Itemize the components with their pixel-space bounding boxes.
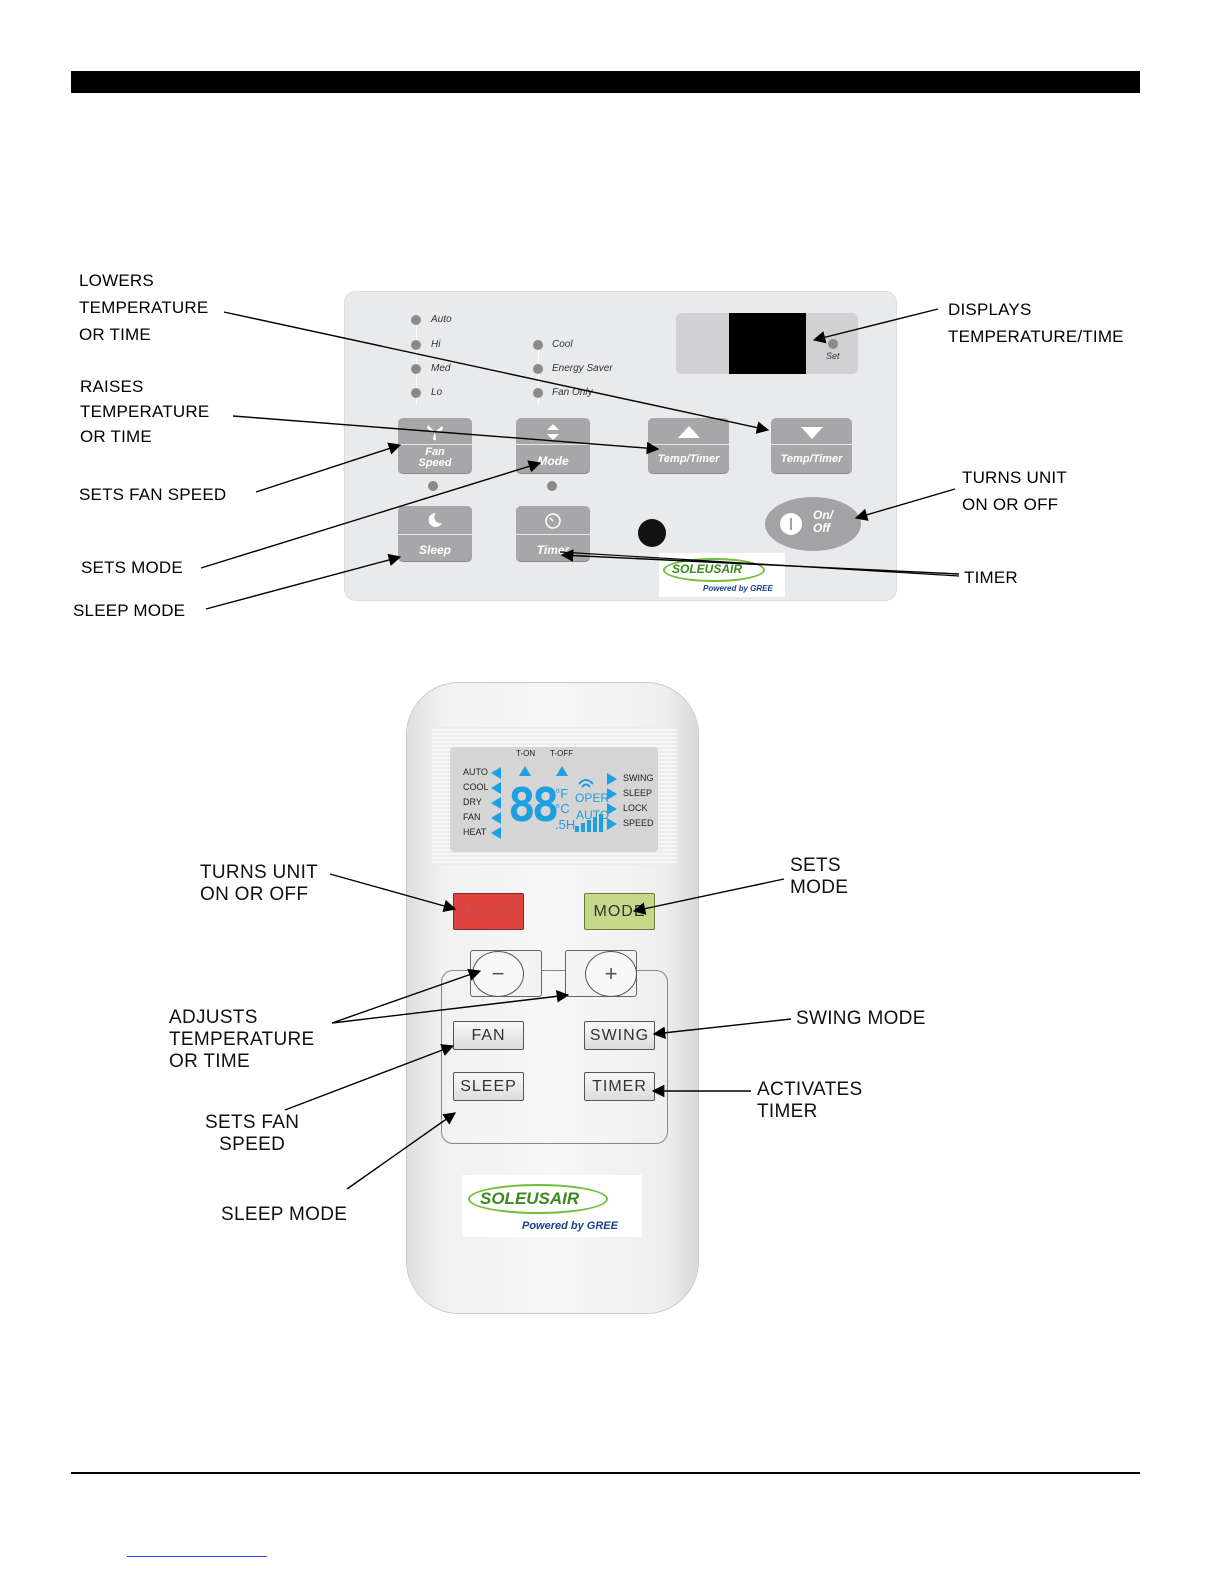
annotation-lowers: LOWERS TEMPERATURE OR TIME <box>79 271 209 344</box>
power-button[interactable]: On/ Off <box>765 497 861 551</box>
remote-annotation-fan: SETS FAN SPEED <box>205 1112 300 1155</box>
moon-icon <box>428 512 442 527</box>
lcd-mode-fan: FAN <box>463 812 481 822</box>
remote-annotation-sleep: SLEEP MODE <box>221 1204 348 1225</box>
power-label: On/ Off <box>813 508 833 535</box>
footer-rule <box>71 1472 1140 1474</box>
led-label-med: Med <box>431 363 451 374</box>
remote-logo-tag: Powered by GREE <box>522 1220 618 1232</box>
annotation-sleep-mode: SLEEP MODE <box>73 601 186 620</box>
led-fan-only <box>533 388 543 398</box>
led-label-cool: Cool <box>552 339 573 350</box>
led-label-hi: Hi <box>431 339 441 350</box>
annotation-sets-mode: SETS MODE <box>81 558 183 577</box>
lcd-fn-speed: SPEED <box>623 818 654 828</box>
clock-icon <box>545 513 561 529</box>
led-label-fan-only: Fan Only <box>552 387 593 398</box>
sleep-button[interactable]: Sleep <box>398 506 472 561</box>
remote-annotation-activates: ACTIVATES TIMER <box>757 1079 863 1122</box>
remote-annotation-turns-unit: TURNS UNIT ON OR OFF <box>200 862 319 905</box>
sleep-label: Sleep <box>418 543 451 557</box>
led-energy-saver <box>533 364 543 374</box>
lcd-fn-sleep: SLEEP <box>623 788 653 798</box>
footer-link-underline[interactable] <box>127 1556 267 1557</box>
set-label: Set <box>826 351 840 361</box>
led-sleep <box>428 481 438 491</box>
temp-up-button[interactable]: Temp/Timer <box>648 418 729 473</box>
led-label-energy-saver: Energy Saver <box>552 363 613 374</box>
annotation-timer: TIMER <box>964 568 1018 587</box>
lcd-oper: OPER <box>575 791 610 805</box>
temp-up-label: Temp/Timer <box>657 453 720 465</box>
led-hi <box>411 340 421 350</box>
remote-annotation-swing: SWING MODE <box>796 1008 926 1029</box>
led-med <box>411 364 421 374</box>
power-icon <box>780 513 802 535</box>
lcd-mode-auto: AUTO <box>463 767 488 777</box>
lcd-mode-list: AUTO COOL DRY FAN HEAT <box>463 765 489 840</box>
panel-logo-brand: SOLEUSAIR <box>672 562 743 576</box>
lcd-panel <box>450 747 658 852</box>
lcd-t-off: T-OFF <box>550 749 574 758</box>
remote-sleep-button[interactable]: SLEEP <box>453 1072 524 1101</box>
led-set <box>828 339 838 349</box>
led-line <box>416 320 417 405</box>
lcd-fn-lock: LOCK <box>623 803 648 813</box>
led-timer <box>547 481 557 491</box>
fan-speed-label: Fan Speed <box>418 446 452 469</box>
remote-swing-button[interactable]: SWING <box>584 1021 655 1050</box>
remote-annotation-adjusts: ADJUSTS TEMPERATURE OR TIME <box>169 1007 315 1072</box>
remote-annotation-sets-mode: SETS MODE <box>790 855 849 898</box>
led-lo <box>411 388 421 398</box>
header-bar <box>71 71 1140 93</box>
triangle-down-icon <box>801 427 823 439</box>
fan-icon <box>427 425 443 441</box>
lcd-t-on: T-ON <box>516 749 536 758</box>
remote-fan-button[interactable]: FAN <box>453 1021 524 1050</box>
panel-logo: SOLEUSAIR Powered by GREE <box>659 553 785 597</box>
plus-button[interactable]: + <box>585 951 637 997</box>
temp-down-button[interactable]: Temp/Timer <box>771 418 852 473</box>
fan-speed-button[interactable]: Fan Speed <box>398 418 472 473</box>
annotation-turns-unit: TURNS UNIT ON OR OFF <box>962 468 1067 514</box>
remote-timer-button[interactable]: TIMER <box>584 1072 655 1101</box>
lcd-mode-dry: DRY <box>463 797 482 807</box>
lcd-function-list: SWING SLEEP LOCK SPEED <box>623 771 654 831</box>
lcd-digits: 88 <box>508 778 559 832</box>
lcd-fn-swing: SWING <box>623 773 654 783</box>
lcd-mode-cool: COOL <box>463 782 489 792</box>
annotation-raises: RAISES TEMPERATURE OR TIME <box>80 377 210 446</box>
lcd-unit-c: °C <box>555 801 570 816</box>
lcd-auto: AUTO <box>576 808 610 822</box>
led-label-auto: Auto <box>431 314 452 325</box>
lcd-unit-f: °F <box>555 786 569 801</box>
temperature-display <box>729 313 806 374</box>
remote-onoff-button[interactable]: ON OFF <box>453 893 524 930</box>
remote-logo-brand: SOLEUSAIR <box>480 1189 580 1208</box>
up-down-icon <box>547 424 559 440</box>
panel-logo-tag: Powered by GREE <box>703 584 773 593</box>
annotation-displays: DISPLAYS TEMPERATURE/TIME <box>948 300 1124 346</box>
remote-logo: SOLEUSAIR Powered by GREE <box>462 1175 642 1237</box>
led-cool <box>533 340 543 350</box>
lcd-unit-h: .5H <box>555 817 576 832</box>
lcd-mode-heat: HEAT <box>463 827 487 837</box>
temp-down-label: Temp/Timer <box>780 453 843 465</box>
button-group-frame <box>441 970 668 1144</box>
mode-label: Mode <box>537 454 569 468</box>
lcd-indicator-arrows <box>491 766 617 839</box>
triangle-up-icon <box>678 426 700 438</box>
annotation-fan-speed: SETS FAN SPEED <box>79 485 227 504</box>
led-line <box>538 345 539 405</box>
led-auto <box>411 315 421 325</box>
sensor-dot <box>638 519 666 547</box>
led-label-lo: Lo <box>431 387 443 398</box>
